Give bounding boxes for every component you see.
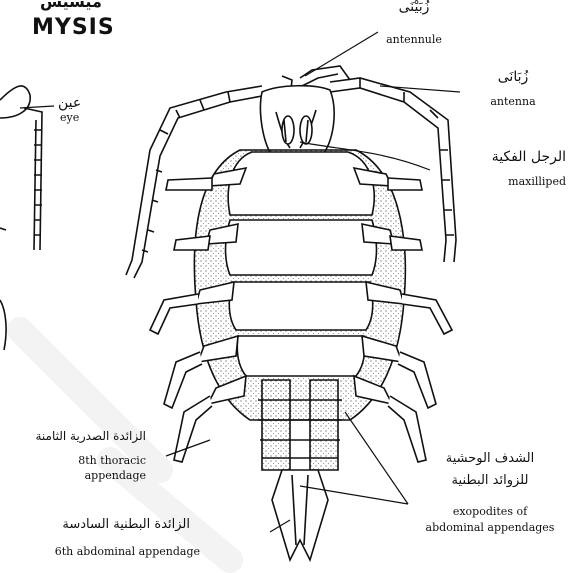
figure-title-arabic: ميسيس — [40, 0, 102, 11]
abdominal-label-arabic: الزائدة البطنية السادسة — [10, 518, 190, 532]
exopodites-label-line2: abdominal appendages — [420, 522, 560, 534]
antennule-label: antennule — [374, 34, 454, 46]
thoracic-label-arabic: الزائدة الصدرية الثامنة — [0, 430, 146, 443]
antenna-label-arabic: زُبَانَى — [468, 70, 558, 85]
exopodites-label-line1: exopodites of — [420, 506, 560, 518]
figure-title: MYSIS — [32, 16, 115, 39]
thoracic-label-line1: 8th thoracic — [40, 455, 146, 467]
maxilliped-label: maxilliped — [460, 176, 566, 188]
exopodites-label-arabic-line2: للزوائد البطنية — [420, 474, 560, 488]
exopodites-label-arabic-line1: الشدف الوحشية — [420, 452, 560, 466]
eye-label: eye — [60, 112, 79, 124]
eye-label-arabic: عين — [58, 96, 81, 111]
left-partial-specimen — [0, 86, 42, 350]
antennule-label-arabic: زُبَيْنَى — [374, 0, 454, 15]
maxilliped-label-arabic: الرجل الفكية — [460, 150, 566, 165]
abdominal-label: 6th abdominal appendage — [0, 546, 200, 558]
thoracic-label-line2: appendage — [40, 470, 146, 482]
antenna-label: antenna — [468, 96, 558, 108]
